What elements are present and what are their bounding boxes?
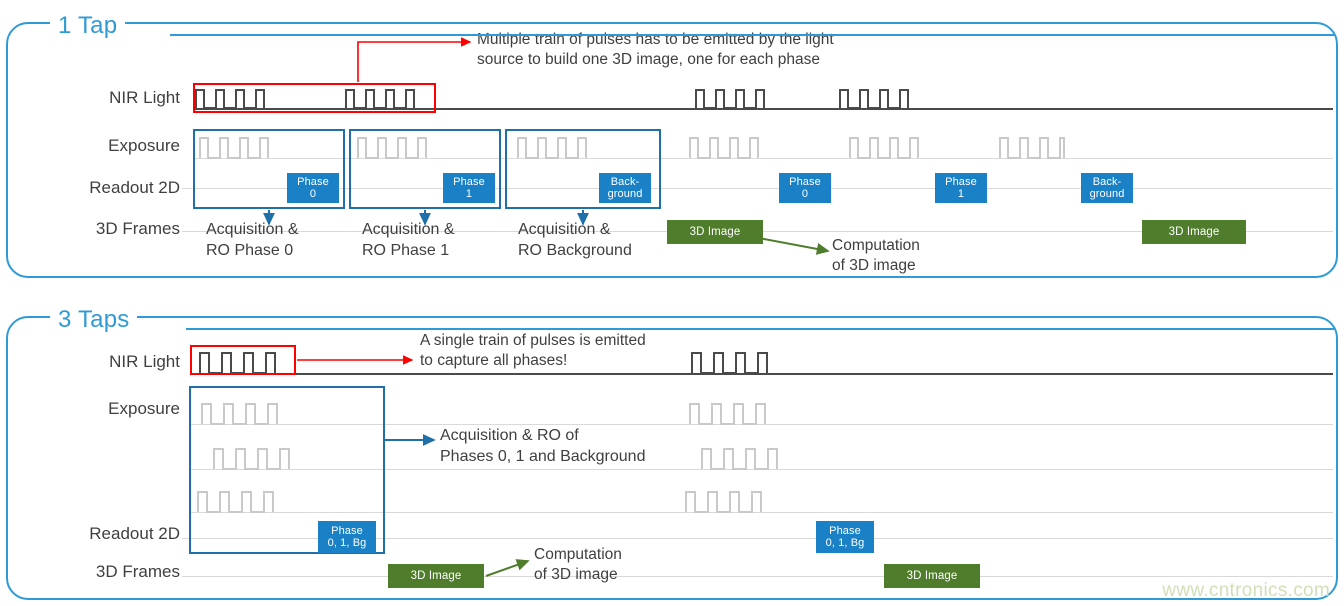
acquisition-window-phase-0-1tap xyxy=(193,129,345,209)
row-label-readout-2d-1tap: Readout 2D xyxy=(89,178,180,197)
readout-badge-phase-1-second-1tap[interactable]: Phase 1 xyxy=(935,173,987,203)
callout-line2: to capture all phases! xyxy=(420,352,568,370)
nir-light-baseline-1tap xyxy=(193,108,1333,110)
exposure-tap1-waveform-3taps xyxy=(190,443,1333,471)
callout-note-1tap: Multiple train of pulses has to be emitt… xyxy=(477,30,834,71)
row-label-3d-frames-1tap: 3D Frames xyxy=(95,219,180,238)
panel-1-tap-title: 1 Tap xyxy=(50,12,126,40)
exposure-baseline-1tap xyxy=(193,158,1333,159)
frame-box-3d-image-1-1tap[interactable]: 3D Image xyxy=(667,220,763,244)
frame-box-3d-image-2-1tap[interactable]: 3D Image xyxy=(1142,220,1246,244)
readout-badge-phase-1-1tap[interactable]: Phase 1 xyxy=(443,173,495,203)
acquisition-note-3taps: Acquisition & RO of Phases 0, 1 and Back… xyxy=(440,425,645,467)
callout-note-3taps: A single train of pulses is emitted to c… xyxy=(420,331,646,372)
readout-badge-line1: Phase xyxy=(297,175,329,188)
readout-badge-line2: 1 xyxy=(465,188,473,200)
callout-line2: source to build one 3D image, one for ea… xyxy=(477,51,820,69)
readout-badge-line1: Phase xyxy=(331,524,363,537)
readout-badge-line2: 0 xyxy=(309,188,317,200)
exposure-tap2-baseline-3taps xyxy=(190,512,1333,513)
acquisition-note-line2: RO Phase 1 xyxy=(362,242,450,260)
computation-note-3taps: Computation of 3D image xyxy=(534,545,622,586)
readout-badge-line1: Back- xyxy=(610,175,640,188)
acquisition-window-phase-1-1tap xyxy=(349,129,501,209)
exposure-tap0-baseline-3taps xyxy=(190,424,1333,425)
exposure-tap2-waveform-3taps xyxy=(190,486,1333,514)
acquisition-note-line2: RO Phase 0 xyxy=(206,242,294,260)
readout-badge-phase-0-second-1tap[interactable]: Phase 0 xyxy=(779,173,831,203)
nir-light-waveform-1tap xyxy=(193,84,1333,112)
frame-box-3d-image-2-3taps[interactable]: 3D Image xyxy=(884,564,980,588)
panel-3-taps-rule xyxy=(186,328,1334,330)
acquisition-window-3taps xyxy=(189,386,385,554)
computation-note-line1: Computation xyxy=(832,237,920,254)
exposure-tap0-waveform-3taps xyxy=(190,398,1333,426)
acquisition-note-line2: Phases 0, 1 and Background xyxy=(440,448,646,466)
computation-note-line2: of 3D image xyxy=(534,566,618,584)
nir-light-waveform-3taps xyxy=(190,347,1333,377)
readout-2d-baseline-3taps xyxy=(182,538,1333,539)
acquisition-note-line1: Acquisition & xyxy=(206,221,299,238)
acquisition-note-background-1tap: Acquisition & RO Background xyxy=(518,219,632,261)
readout-badge-line2: 0 xyxy=(801,188,809,200)
acquisition-note-phase-1-1tap: Acquisition & RO Phase 1 xyxy=(362,219,455,261)
callout-line1: A single train of pulses is emitted xyxy=(420,332,646,349)
readout-badge-line1: Phase xyxy=(453,175,485,188)
row-label-nir-light-3taps: NIR Light xyxy=(109,352,180,371)
readout-badge-line2: 1 xyxy=(957,188,965,200)
readout-badge-background-1tap[interactable]: Back- ground xyxy=(599,173,651,203)
row-label-readout-2d-3taps: Readout 2D xyxy=(89,524,180,543)
acquisition-note-line1: Acquisition & RO of xyxy=(440,427,579,444)
computation-note-line1: Computation xyxy=(534,546,622,563)
acquisition-window-background-1tap xyxy=(505,129,661,209)
readout-badge-line2: 0, 1, Bg xyxy=(327,537,367,549)
acquisition-note-line2: RO Background xyxy=(518,242,632,260)
readout-badge-line2: 0, 1, Bg xyxy=(825,537,865,549)
readout-badge-line2: ground xyxy=(607,188,643,200)
readout-badge-line1: Phase xyxy=(829,524,861,537)
row-label-exposure-1tap: Exposure xyxy=(108,136,180,155)
panel-3-taps xyxy=(6,316,1338,600)
readout-badge-phases-2-3taps[interactable]: Phase 0, 1, Bg xyxy=(816,521,874,553)
frame-box-3d-image-1-3taps[interactable]: 3D Image xyxy=(388,564,484,588)
readout-badge-line1: Phase xyxy=(945,175,977,188)
nir-light-highlight-box-3taps xyxy=(190,345,296,375)
computation-note-line2: of 3D image xyxy=(832,257,916,275)
computation-note-1tap: Computation of 3D image xyxy=(832,236,920,277)
row-label-nir-light-1tap: NIR Light xyxy=(109,88,180,107)
acquisition-note-line1: Acquisition & xyxy=(362,221,455,238)
exposure-waveform-1tap xyxy=(193,132,1333,160)
acquisition-note-line1: Acquisition & xyxy=(518,221,611,238)
readout-badge-line1: Back- xyxy=(1092,175,1122,188)
readout-badge-line1: Phase xyxy=(789,175,821,188)
readout-badge-line2: ground xyxy=(1089,188,1125,200)
acquisition-note-phase-0-1tap: Acquisition & RO Phase 0 xyxy=(206,219,299,261)
row-label-3d-frames-3taps: 3D Frames xyxy=(95,562,180,581)
panel-3-taps-title: 3 Taps xyxy=(50,306,138,334)
readout-badge-phase-0-1tap[interactable]: Phase 0 xyxy=(287,173,339,203)
readout-2d-baseline-1tap xyxy=(182,188,1333,189)
panel-1-tap-rule xyxy=(170,34,1334,36)
readout-badge-background-second-1tap[interactable]: Back- ground xyxy=(1081,173,1133,203)
nir-light-baseline-3taps xyxy=(190,373,1333,375)
nir-light-highlight-box-1tap xyxy=(193,83,436,113)
readout-badge-phases-1-3taps[interactable]: Phase 0, 1, Bg xyxy=(318,521,376,553)
row-label-exposure-3taps: Exposure xyxy=(108,399,180,418)
3d-frames-baseline-3taps xyxy=(182,576,1333,577)
watermark: www.cntronics.com xyxy=(1162,580,1330,601)
